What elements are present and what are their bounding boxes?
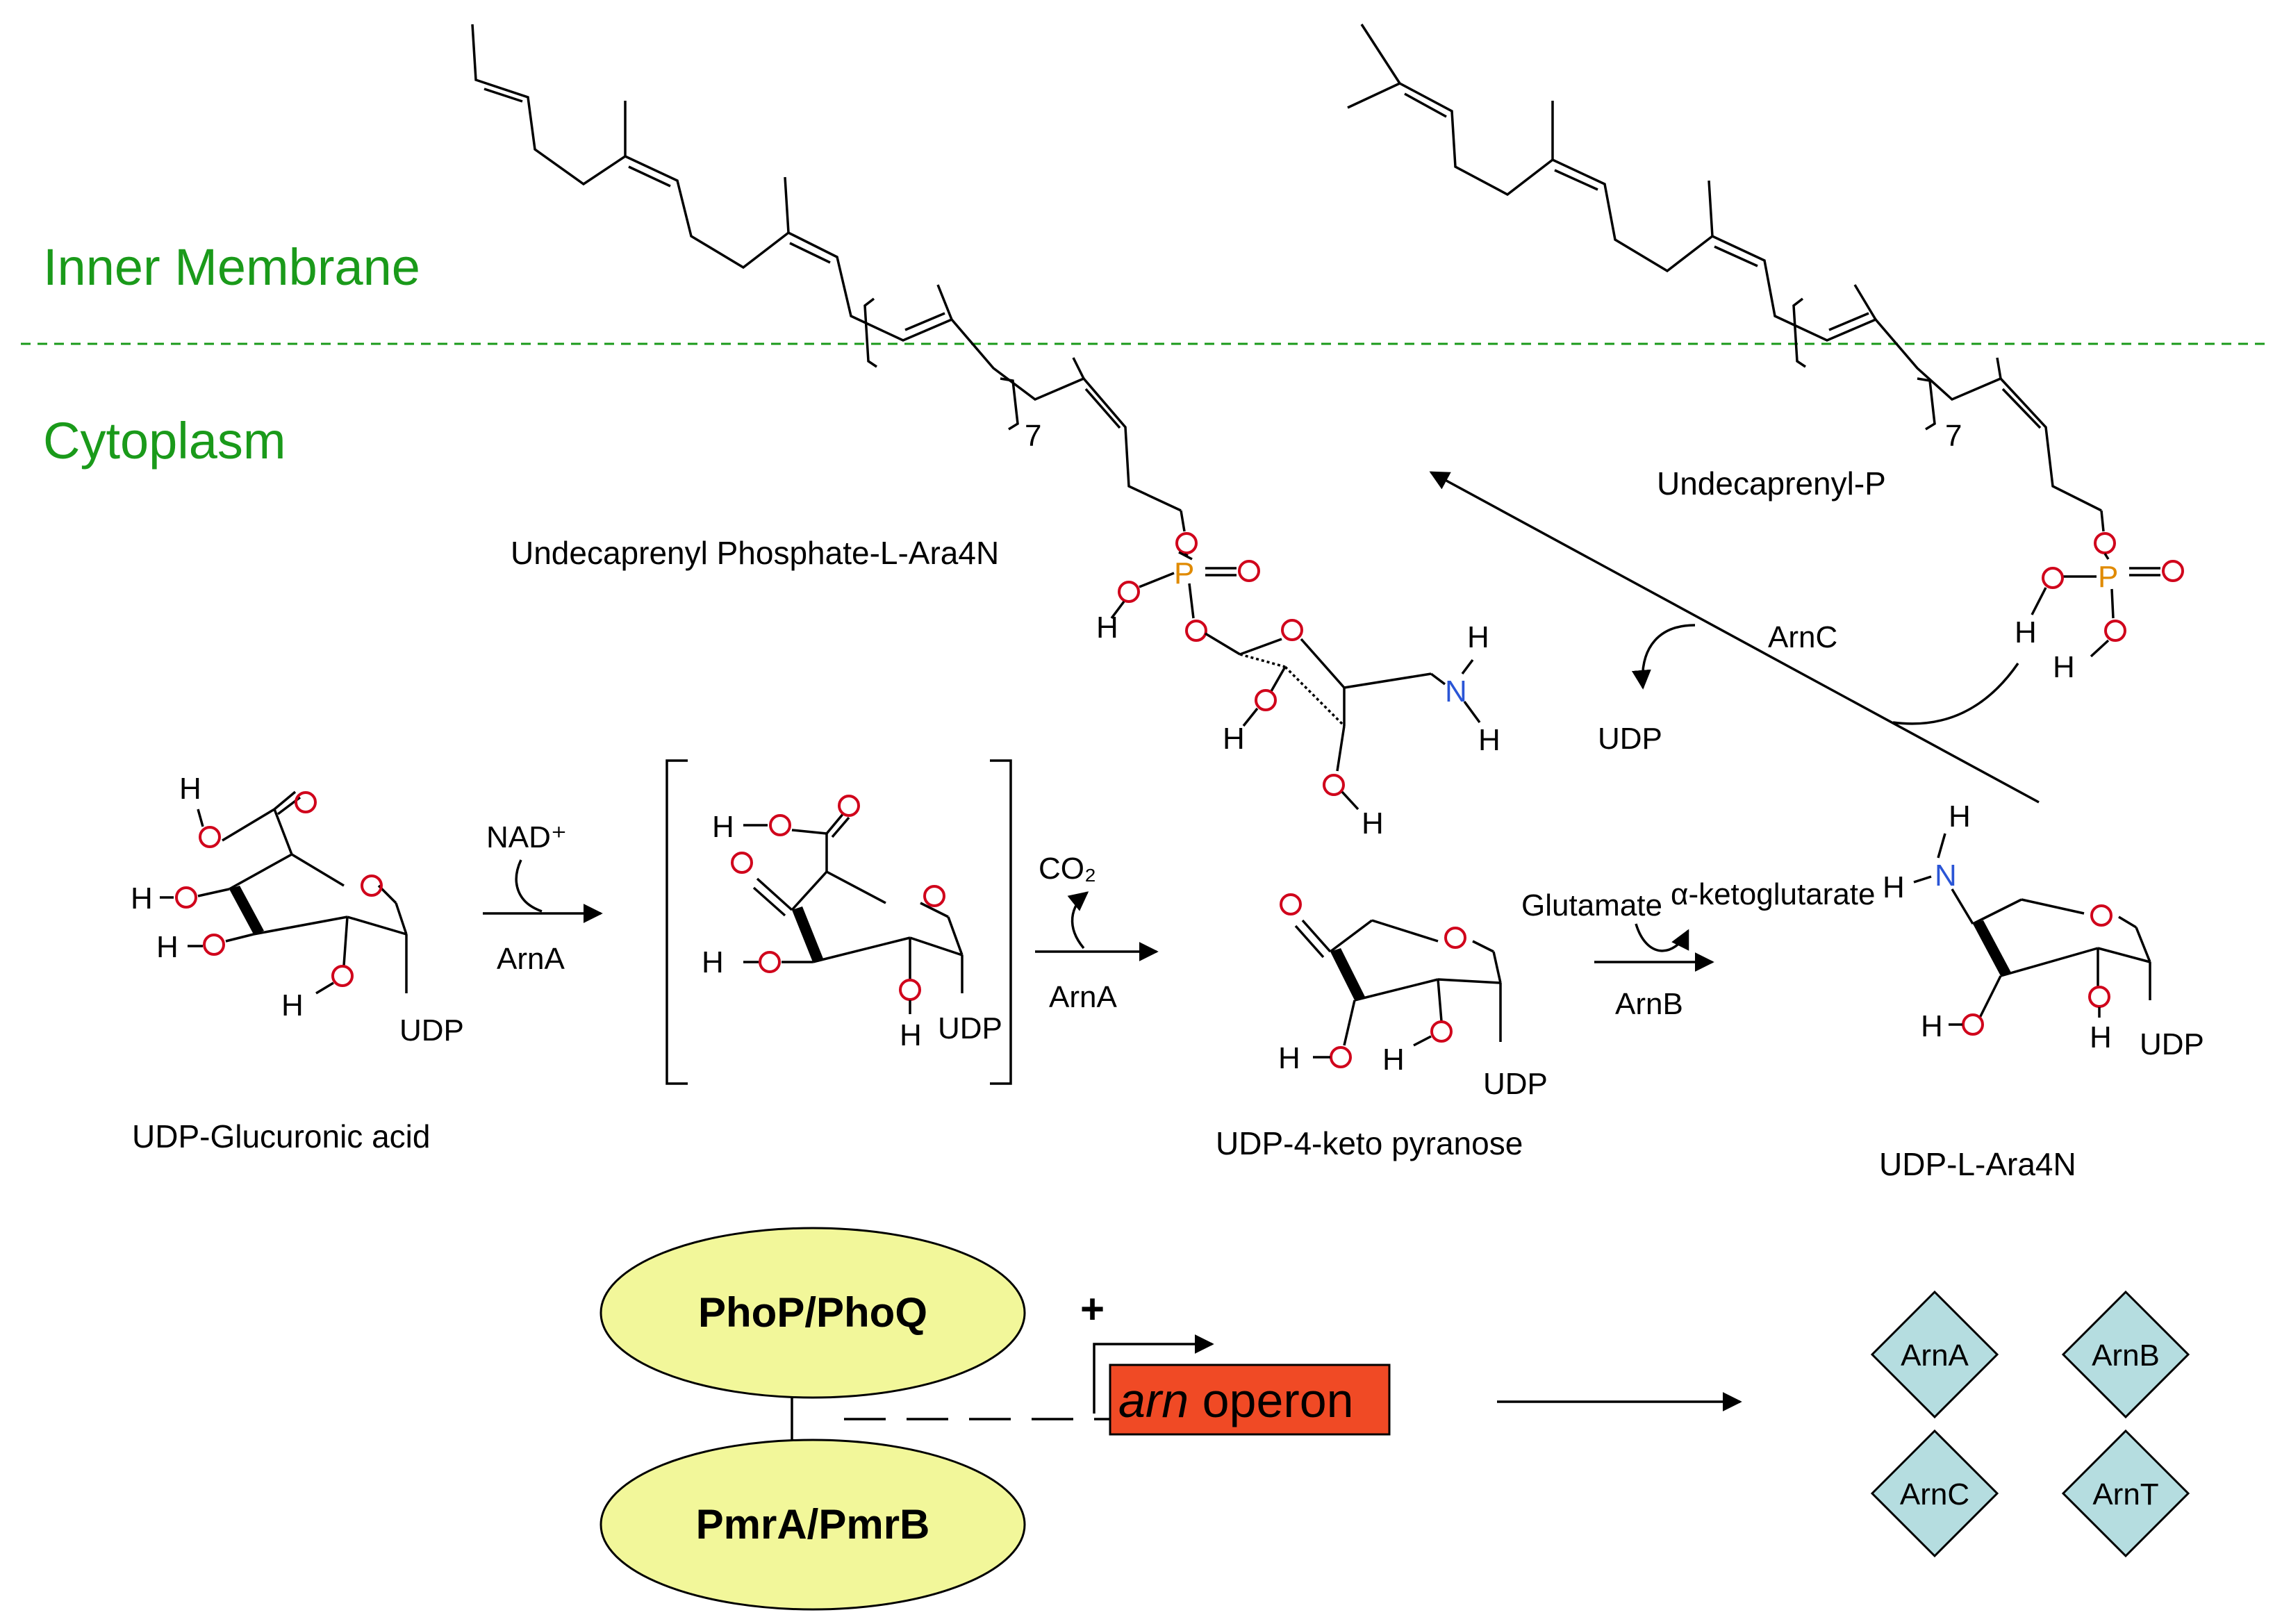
arnb-diamond [2061, 1290, 2190, 1419]
undecaprenyl-p-structure: 7 P H H [1347, 24, 2184, 684]
svg-text:H: H [1223, 722, 1245, 756]
step1-enzyme-label: ArnA [497, 942, 565, 976]
svg-text:H: H [1478, 723, 1500, 757]
udp-l-ara4n-structure: N H H H H UDP [1883, 799, 2204, 1061]
undecaprenyl-p-entry-curve [1892, 663, 2019, 725]
udp-l-ara4n-label: UDP-L-Ara4N [1879, 1146, 2076, 1182]
step2-enzyme-label: ArnA [1049, 980, 1117, 1014]
svg-text:H: H [1921, 1009, 1943, 1043]
arnc-diamond [1870, 1429, 1999, 1558]
svg-text:H: H [1883, 870, 1905, 904]
svg-text:UDP: UDP [1483, 1067, 1548, 1101]
udp-byproduct-label: UDP [1598, 722, 1662, 756]
svg-text:H: H [281, 988, 304, 1022]
udp-release-curve [1631, 624, 1696, 690]
svg-text:H: H [900, 1018, 922, 1052]
inner-membrane-label: Inner Membrane [43, 238, 420, 296]
nitrogen-atom: N [1445, 674, 1467, 709]
svg-text:H: H [1096, 611, 1118, 645]
step2-byproduct-curve [1067, 891, 1089, 950]
arn-operon-label: arn operon [1118, 1373, 1354, 1427]
intermediate-structure: H H H UDP [665, 759, 1012, 1085]
step3-substrate-label: Glutamate [1521, 888, 1662, 922]
svg-text:H: H [2015, 615, 2037, 649]
step1-cofactor-label: NAD⁺ [486, 820, 567, 854]
arna-diamond [1870, 1290, 1999, 1419]
repeat-count-left: 7 [1025, 419, 1041, 453]
phop-phoq-label: PhoP/PhoQ [698, 1289, 927, 1336]
arnt-label: ArnT [2092, 1477, 2158, 1511]
udp-glucuronic-acid-label: UDP-Glucuronic acid [132, 1118, 430, 1154]
arnc-enzyme-label: ArnC [1768, 620, 1837, 654]
svg-text:UDP: UDP [399, 1013, 464, 1047]
svg-text:UDP: UDP [938, 1011, 1002, 1045]
svg-text:H: H [1278, 1041, 1300, 1075]
step3-enzyme-label: ArnB [1615, 987, 1683, 1021]
arnb-label: ArnB [2092, 1339, 2160, 1373]
activation-plus-sign: + [1080, 1286, 1105, 1332]
svg-text:UDP: UDP [2140, 1027, 2204, 1061]
arn-operon-box [1109, 1364, 1391, 1436]
phosphorus-atom: P [1174, 556, 1194, 590]
step3-product-label: α-ketoglutarate [1671, 877, 1876, 911]
arnt-diamond [2061, 1429, 2190, 1558]
pmra-pmrb-ellipse [600, 1439, 1026, 1611]
step1-cofactor-curve [515, 859, 543, 913]
nitrogen-atom-ara4n: N [1935, 859, 1957, 893]
arnc-reaction-arrow [1429, 471, 2040, 804]
svg-text:H: H [131, 881, 153, 915]
pmra-pmrb-label: PmrA/PmrB [696, 1501, 930, 1548]
promoter-arrow [1093, 1334, 1214, 1414]
udp-glucuronic-acid-structure: H H H H UDP [131, 772, 464, 1047]
repeat-count-right: 7 [1945, 419, 1962, 453]
undecaprenyl-phosphate-ara4n-structure: 7 P H N H H H H [471, 24, 1500, 840]
svg-text:H: H [712, 810, 734, 844]
udp-4-keto-pyranose-structure: H H UDP [1278, 893, 1548, 1101]
step3-curve [1635, 923, 1689, 952]
arnc-label: ArnC [1900, 1477, 1969, 1511]
svg-text:H: H [2053, 650, 2075, 684]
svg-text:H: H [179, 772, 201, 806]
step2-byproduct-label: CO₂ [1039, 852, 1096, 886]
phosphorus-atom-right: P [2098, 560, 2118, 594]
udp-4-keto-pyranose-label: UDP-4-keto pyranose [1216, 1125, 1523, 1161]
arn-protein-products: ArnA ArnB ArnC ArnT [1870, 1290, 2190, 1558]
svg-text:H: H [156, 930, 179, 964]
svg-text:H: H [1382, 1043, 1405, 1077]
svg-text:H: H [1949, 799, 1971, 834]
svg-text:H: H [702, 945, 724, 979]
undecaprenyl-p-label: Undecaprenyl-P [1657, 465, 1886, 502]
phop-phoq-ellipse [600, 1227, 1026, 1399]
undecaprenyl-phosphate-ara4n-label: Undecaprenyl Phosphate-L-Ara4N [511, 535, 999, 571]
svg-text:H: H [1362, 806, 1384, 840]
svg-text:H: H [1467, 620, 1489, 654]
cytoplasm-label: Cytoplasm [43, 412, 286, 470]
svg-text:H: H [2090, 1020, 2112, 1054]
arna-label: ArnA [1901, 1339, 1969, 1373]
